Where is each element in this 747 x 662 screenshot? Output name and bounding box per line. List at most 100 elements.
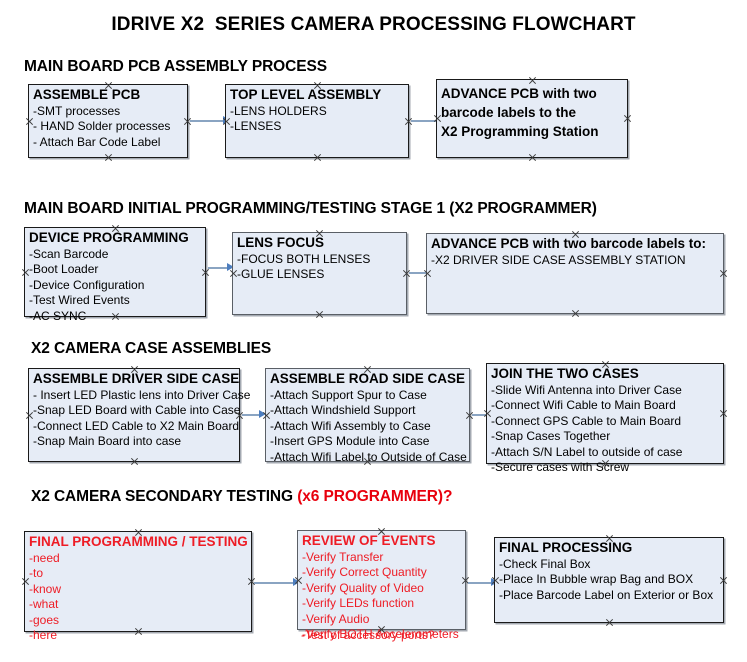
- node-top-level-assembly[interactable]: TOP LEVEL ASSEMBLY -LENS HOLDERS -LENSES: [225, 84, 409, 158]
- node-line: -Snap Cases Together: [491, 429, 611, 444]
- node-title: JOIN THE TWO CASES: [491, 366, 639, 381]
- node-assemble-road-side-case[interactable]: ASSEMBLE ROAD SIDE CASE -Attach Support …: [265, 368, 470, 465]
- node-title: TOP LEVEL ASSEMBLY: [230, 87, 382, 102]
- node-line: -FOCUS BOTH LENSES: [237, 252, 371, 266]
- connection-handle-bottom[interactable]: [528, 153, 537, 162]
- node-line: -Secure cases with Screw: [491, 460, 630, 475]
- node-line: -Boot Loader: [29, 262, 99, 277]
- node-line: -X2 DRIVER SIDE CASE ASSEMBLY STATION: [431, 253, 686, 267]
- section-heading-text: X2 CAMERA CASE ASSEMBLIES: [31, 340, 272, 357]
- node-line: -Place Barcode Label on Exterior or Box: [499, 587, 714, 602]
- node-assemble-pcb[interactable]: ASSEMBLE PCB -SMT processes - HAND Solde…: [28, 84, 188, 158]
- node-line: -here: [29, 628, 58, 643]
- connection-handle-bottom[interactable]: [104, 153, 113, 162]
- node-line: -Check Final Box: [499, 557, 591, 571]
- node-device-programming[interactable]: DEVICE PROGRAMMING -Scan Barcode -Boot L…: [24, 227, 206, 323]
- node-title: ADVANCE PCB with two barcode labels to t…: [441, 86, 599, 139]
- node-title: FINAL PROCESSING: [499, 540, 633, 555]
- node-title: LENS FOCUS: [237, 235, 325, 250]
- node-content: JOIN THE TWO CASES -Slide Wifi Antenna i…: [491, 366, 721, 475]
- section-heading-x2-camera-case-assemblies: X2 CAMERA CASE ASSEMBLIES: [31, 340, 271, 358]
- node-content: ASSEMBLE ROAD SIDE CASE -Attach Support …: [270, 371, 467, 465]
- section-heading-red-text: (x6 PROGRAMMER)?: [297, 488, 453, 505]
- node-line: -Snap Main Board into case: [33, 434, 182, 449]
- node-line: -Connect Wifi Cable to Main Board: [491, 398, 676, 413]
- node-line: -Attach S/N Label to outside of case: [491, 444, 683, 459]
- connection-handle-left[interactable]: [423, 269, 432, 278]
- section-heading-text: MAIN BOARD PCB ASSEMBLY PROCESS: [24, 58, 327, 75]
- node-lens-focus[interactable]: LENS FOCUS -FOCUS BOTH LENSES -GLUE LENS…: [232, 232, 407, 315]
- connection-handle-bottom[interactable]: [315, 310, 324, 319]
- node-content: ASSEMBLE DRIVER SIDE CASE - Insert LED P…: [33, 371, 251, 450]
- connection-handle-bottom[interactable]: [571, 309, 580, 318]
- section-heading-main-board-initial-programming: MAIN BOARD INITIAL PROGRAMMING/TESTING S…: [24, 200, 597, 218]
- node-content: ADVANCE PCB with two barcode labels to t…: [441, 84, 625, 142]
- section-heading-text: X2 CAMERA SECONDARY TESTING: [31, 488, 298, 505]
- node-line: -Verify Audio: [302, 611, 370, 626]
- node-content: FINAL PROGRAMMING / TESTING -need -to -k…: [29, 534, 249, 643]
- node-line: -Verify Transfer: [302, 550, 384, 564]
- node-line: -Connect GPS Cable to Main Board: [491, 413, 682, 428]
- node-advance-pcb-to-driver-side-case-assembly[interactable]: ADVANCE PCB with two barcode labels to: …: [426, 233, 724, 314]
- node-title: REVIEW OF EVENTS: [302, 533, 436, 548]
- node-content: FINAL PROCESSING -Check Final Box -Place…: [499, 540, 721, 603]
- node-line: -Verify Correct Quantity: [302, 565, 427, 580]
- node-line: -LENSES: [230, 119, 282, 134]
- node-line: -Verify LEDs function: [302, 596, 415, 611]
- node-title: ADVANCE PCB with two barcode labels to:: [431, 236, 707, 251]
- node-line: -to: [29, 566, 44, 581]
- node-line: -SMT processes: [33, 104, 121, 118]
- node-line: -Scan Barcode: [29, 247, 109, 261]
- node-content: ASSEMBLE PCB -SMT processes - HAND Solde…: [33, 87, 185, 150]
- page-title: IDRIVE X2 SERIES CAMERA PROCESSING FLOWC…: [111, 14, 636, 35]
- node-line: -what: [29, 597, 59, 612]
- node-line: -AC SYNC: [29, 308, 87, 323]
- node-line: -Attach Wifi Assembly to Case: [270, 418, 431, 433]
- node-final-programming-testing[interactable]: FINAL PROGRAMMING / TESTING -need -to -k…: [24, 531, 252, 642]
- node-title: FINAL PROGRAMMING / TESTING: [29, 534, 248, 549]
- connection-handle-bottom[interactable]: [605, 618, 614, 627]
- node-content: DEVICE PROGRAMMING -Scan Barcode -Boot L…: [29, 230, 203, 324]
- node-line: -know: [29, 581, 62, 596]
- node-line: -need: [29, 551, 60, 565]
- node-assemble-driver-side-case[interactable]: ASSEMBLE DRIVER SIDE CASE - Insert LED P…: [28, 368, 251, 462]
- node-content: ADVANCE PCB with two barcode labels to: …: [431, 236, 721, 268]
- node-line: -Connect LED Cable to X2 Main Board: [33, 418, 240, 433]
- node-line: -Verify Quality of Video: [302, 580, 424, 595]
- connection-handle-bottom[interactable]: [313, 153, 322, 162]
- node-content: TOP LEVEL ASSEMBLY -LENS HOLDERS -LENSES: [230, 87, 406, 135]
- node-final-processing[interactable]: FINAL PROCESSING -Check Final Box -Place…: [494, 537, 724, 623]
- arrow-assemble-pcb-to-top-level-assembly: [190, 115, 230, 126]
- node-line: -Insert GPS Module into Case: [270, 434, 430, 449]
- node-title: DEVICE PROGRAMMING: [29, 230, 189, 245]
- node-line: - Attach Bar Code Label: [33, 134, 161, 149]
- section-heading-text: MAIN BOARD INITIAL PROGRAMMING/TESTING S…: [24, 200, 597, 217]
- arrow-final-programming-to-review-of-events: [254, 577, 302, 588]
- node-title: ASSEMBLE ROAD SIDE CASE: [270, 371, 466, 386]
- node-advance-pcb-to-x2-programming-station[interactable]: ADVANCE PCB with two barcode labels to t…: [436, 79, 628, 158]
- node-line: - HAND Solder processes: [33, 119, 171, 134]
- node-line: -Snap LED Board with Cable into Case: [33, 403, 241, 418]
- node-line: -Device Configuration: [29, 277, 145, 292]
- section-heading-main-board-pcb-assembly-process: MAIN BOARD PCB ASSEMBLY PROCESS: [24, 58, 327, 76]
- node-line: -Place In Bubble wrap Bag and BOX: [499, 572, 694, 587]
- node-line: -Attach Support Spur to Case: [270, 388, 427, 402]
- node-content: REVIEW OF EVENTS -Verify Transfer -Verif…: [302, 533, 463, 642]
- node-line: -Slide Wifi Antenna into Driver Case: [491, 383, 682, 397]
- node-line: -Attach Windshield Support: [270, 403, 416, 418]
- node-join-the-two-cases[interactable]: JOIN THE TWO CASES -Slide Wifi Antenna i…: [486, 363, 724, 474]
- node-title: ASSEMBLE DRIVER SIDE CASE: [33, 371, 240, 386]
- node-line: -Attach Wifi Label to Outside of Case: [270, 449, 467, 464]
- node-line: -Test Wired Events: [29, 293, 130, 308]
- section-heading-x2-camera-secondary-testing: X2 CAMERA SECONDARY TESTING (x6 PROGRAMM…: [31, 488, 452, 506]
- node-content: LENS FOCUS -FOCUS BOTH LENSES -GLUE LENS…: [237, 235, 404, 283]
- node-line: -GLUE LENSES: [237, 267, 325, 282]
- connection-handle-bottom[interactable]: [130, 457, 139, 466]
- node-line: -LENS HOLDERS: [230, 104, 327, 118]
- node-line: -Verify BOTH Accelerometers: [302, 627, 459, 642]
- node-review-of-events[interactable]: REVIEW OF EVENTS -Verify Transfer -Verif…: [297, 530, 466, 641]
- connection-handle-right[interactable]: [719, 269, 728, 278]
- node-line: - Insert LED Plastic lens into Driver Ca…: [33, 388, 251, 402]
- node-review-of-events-overflow-line: -Test of accessory ports?: [301, 628, 435, 642]
